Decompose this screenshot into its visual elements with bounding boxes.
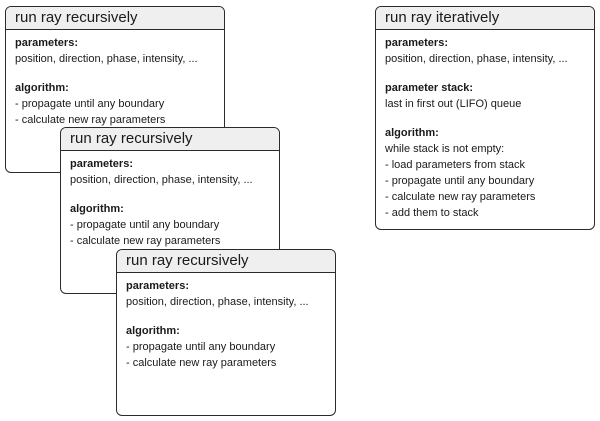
parameters-heading: parameters: [70, 158, 133, 170]
algorithm-heading: algorithm: [385, 127, 439, 139]
recursive-box-3: run ray recursively parameters: position… [116, 249, 336, 416]
parameters-text: position, direction, phase, intensity, .… [385, 53, 568, 65]
algorithm-heading: algorithm: [70, 203, 124, 215]
algorithm-step: - add them to stack [385, 207, 479, 219]
parameters-heading: parameters: [126, 280, 189, 292]
iterative-box-body: parameters: position, direction, phase, … [376, 30, 594, 221]
algorithm-condition: while stack is not empty: [385, 143, 505, 155]
iterative-box: run ray iteratively parameters: position… [375, 6, 595, 230]
parameters-heading: parameters: [15, 37, 78, 49]
algorithm-step: - propagate until any boundary [70, 219, 220, 231]
algorithm-step: - calculate new ray parameters [15, 114, 166, 126]
recursive-box-3-body: parameters: position, direction, phase, … [117, 273, 335, 371]
algorithm-step: - load parameters from stack [385, 159, 525, 171]
recursive-box-2-body: parameters: position, direction, phase, … [61, 151, 279, 249]
algorithm-heading: algorithm: [126, 325, 180, 337]
parameters-text: position, direction, phase, intensity, .… [126, 296, 309, 308]
algorithm-heading: algorithm: [15, 82, 69, 94]
parameters-heading: parameters: [385, 37, 448, 49]
algorithm-step: - propagate until any boundary [385, 175, 535, 187]
algorithm-step: - calculate new ray parameters [126, 357, 277, 369]
algorithm-step: - calculate new ray parameters [70, 235, 221, 247]
recursive-box-1-body: parameters: position, direction, phase, … [6, 30, 224, 128]
parameters-text: position, direction, phase, intensity, .… [70, 174, 253, 186]
algorithm-step: - calculate new ray parameters [385, 191, 536, 203]
algorithm-step: - propagate until any boundary [126, 341, 276, 353]
parameters-text: position, direction, phase, intensity, .… [15, 53, 198, 65]
algorithm-step: - propagate until any boundary [15, 98, 165, 110]
stack-heading: parameter stack: [385, 82, 474, 94]
recursive-box-2-title: run ray recursively [61, 128, 279, 151]
recursive-box-1: run ray recursively parameters: position… [5, 6, 225, 173]
recursive-box-1-title: run ray recursively [6, 7, 224, 30]
iterative-box-title: run ray iteratively [376, 7, 594, 30]
recursive-box-3-title: run ray recursively [117, 250, 335, 273]
stack-text: last in first out (LIFO) queue [385, 98, 522, 110]
